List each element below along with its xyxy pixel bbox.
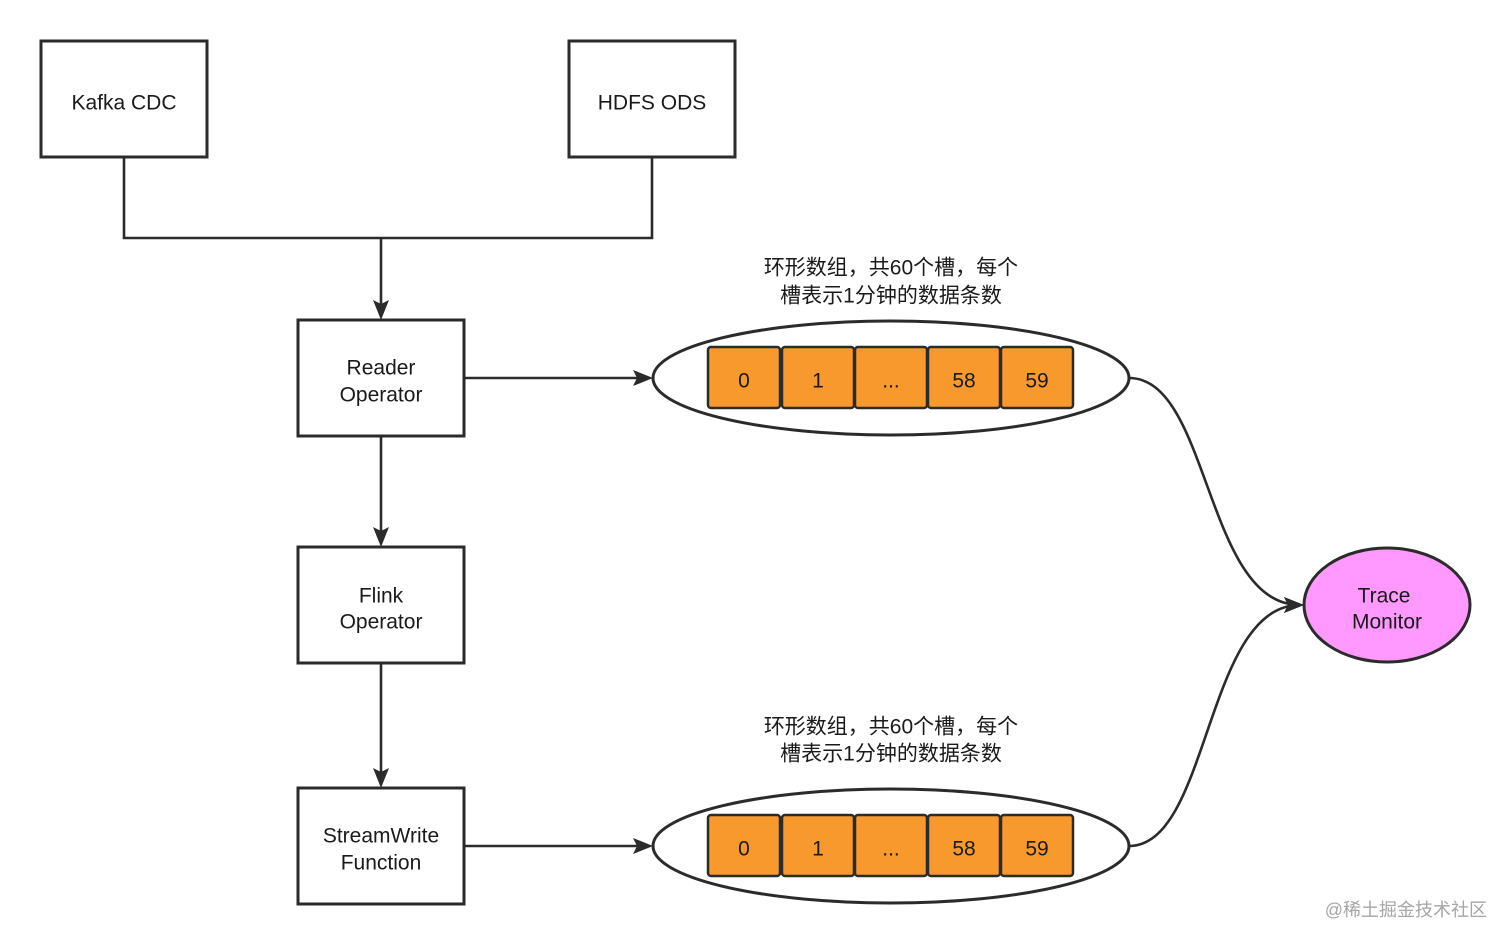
slot-cell — [999, 813, 1075, 878]
node-flink-operator: Flink Operator — [296, 545, 466, 665]
node-trace-monitor: Trace Monitor — [1302, 546, 1472, 664]
watermark: @稀土掘金技术社区 — [1325, 900, 1487, 920]
node-label-line-1: Trace — [1358, 585, 1411, 608]
slot-label: 59 — [1025, 838, 1048, 861]
slot-label: 58 — [952, 838, 975, 861]
slot-cell — [706, 813, 782, 878]
slot-label: 1 — [812, 838, 824, 861]
ring-buffer-streamwrite: 环形数组，共60个槽，每个 槽表示1分钟的数据条数 0 1 ... 58 59 — [651, 716, 1131, 905]
slot-label: 59 — [1025, 370, 1048, 393]
node-label-line-2: Function — [341, 852, 422, 875]
node-label-line-1: Flink — [359, 585, 404, 608]
slot-cell — [999, 345, 1075, 410]
node-box — [567, 39, 737, 159]
slot-label: ... — [882, 838, 900, 861]
ring-caption-line-2: 槽表示1分钟的数据条数 — [780, 285, 1002, 308]
node-label-line-2: Operator — [340, 384, 423, 407]
monitor-ellipse — [1302, 546, 1472, 664]
merge-connector — [122, 157, 654, 240]
slot-label: 0 — [738, 838, 750, 861]
node-box — [39, 39, 209, 159]
slot-label: 0 — [738, 370, 750, 393]
ring-caption-line-1: 环形数组，共60个槽，每个 — [764, 257, 1018, 280]
curve-ring-1-to-monitor — [1128, 376, 1304, 613]
node-box — [296, 545, 466, 665]
node-label-line-1: StreamWrite — [323, 825, 439, 848]
curve-ring-2-to-monitor — [1128, 597, 1304, 848]
node-label-line-1: Reader — [347, 357, 416, 380]
slot-label: ... — [882, 370, 900, 393]
slot-label: 58 — [952, 370, 975, 393]
slot-label: 1 — [812, 370, 824, 393]
ring-buffer-reader: 环形数组，共60个槽，每个 槽表示1分钟的数据条数 0 1 ... 58 59 — [651, 257, 1131, 437]
node-label-line-2: Operator — [340, 611, 423, 634]
node-label-line-2: Monitor — [1352, 611, 1422, 634]
node-kafka-cdc: Kafka CDC — [39, 39, 209, 159]
ring-caption-line-2: 槽表示1分钟的数据条数 — [780, 743, 1002, 766]
node-reader-operator: Reader Operator — [296, 318, 466, 438]
node-streamwrite-function: StreamWrite Function — [296, 786, 466, 906]
node-label: Kafka CDC — [71, 92, 176, 115]
node-label: HDFS ODS — [598, 92, 707, 115]
ring-caption-line-1: 环形数组，共60个槽，每个 — [764, 716, 1018, 739]
node-hdfs-ods: HDFS ODS — [567, 39, 737, 159]
slot-cell — [706, 345, 782, 410]
node-box — [296, 786, 466, 906]
